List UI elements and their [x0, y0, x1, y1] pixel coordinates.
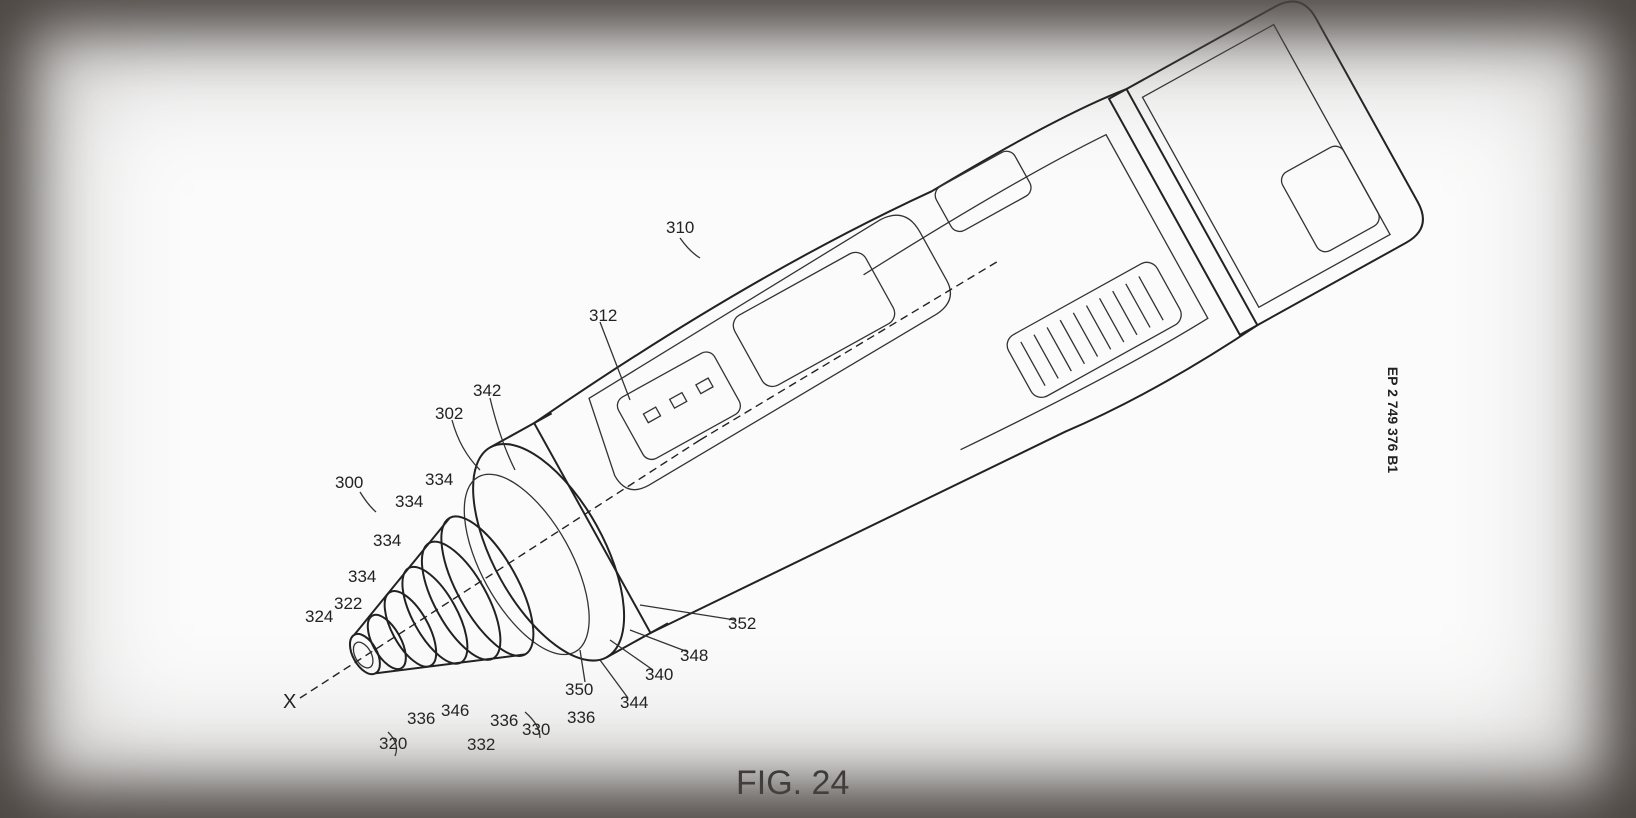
figure-caption: FIG. 24 — [736, 764, 850, 802]
ref-320: 320 — [379, 734, 407, 753]
ref-302: 302 — [435, 404, 463, 423]
ref-324: 324 — [305, 607, 333, 626]
ref-310: 310 — [666, 218, 694, 237]
ref-312: 312 — [589, 306, 617, 325]
ref-342: 342 — [473, 381, 501, 400]
ref-336: 336 — [490, 711, 518, 730]
ref-350: 350 — [565, 680, 593, 699]
ref-330: 330 — [522, 720, 550, 739]
axis-line — [299, 439, 701, 699]
ref-340: 340 — [645, 665, 673, 684]
ref-334: 334 — [425, 470, 453, 489]
ref-336: 336 — [407, 709, 435, 728]
tool-body — [348, 0, 1424, 676]
ref-352: 352 — [728, 614, 756, 633]
leader-lines — [359, 237, 736, 757]
ref-322: 322 — [334, 594, 362, 613]
ref-332: 332 — [467, 735, 495, 754]
ref-334: 334 — [373, 531, 401, 550]
ref-336: 336 — [567, 708, 595, 727]
axis-x-label: X — [283, 691, 296, 713]
publication-number: EP 2 749 376 B1 — [1385, 366, 1401, 474]
ref-334: 334 — [395, 492, 423, 511]
ref-348: 348 — [680, 646, 708, 665]
ref-334: 334 — [348, 567, 376, 586]
ref-346: 346 — [441, 701, 469, 720]
ref-300: 300 — [335, 473, 363, 492]
ref-344: 344 — [620, 693, 648, 712]
